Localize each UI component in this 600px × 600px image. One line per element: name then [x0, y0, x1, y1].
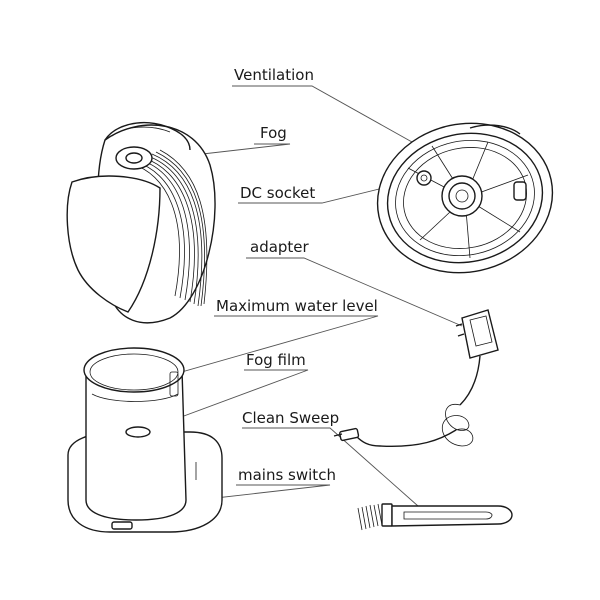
label-fog: Fog [260, 124, 287, 142]
label-dc-socket: DC socket [240, 184, 316, 202]
leader-clean-sweep [242, 427, 419, 507]
ventilation-fan [441, 175, 483, 217]
leader-fog-film [137, 369, 309, 434]
label-mains-switch: mains switch [238, 466, 336, 484]
dc-socket [416, 170, 432, 186]
cleaning-brush [357, 503, 513, 531]
leader-adapter [246, 257, 463, 327]
humidifier-bottom-view [376, 122, 554, 274]
adapter [333, 309, 499, 448]
water-tank [67, 347, 223, 533]
label-adapter: adapter [250, 238, 309, 256]
fog-outlet [115, 146, 153, 170]
leader-max-water-level [107, 315, 379, 394]
label-max-water-level: Maximum water level [216, 297, 378, 315]
fog-film-disk [125, 426, 151, 438]
label-fog-film: Fog film [246, 351, 306, 369]
water-level-line [91, 393, 179, 402]
humidifier-front-view [66, 122, 216, 324]
ribbed-texture [131, 149, 208, 307]
mains-switch-button [111, 521, 133, 530]
leader-mains-switch [197, 484, 331, 501]
brush-bristles [357, 503, 383, 531]
tank-opening [83, 347, 185, 393]
dc-plug [339, 427, 360, 442]
label-clean-sweep: Clean Sweep [242, 409, 340, 427]
label-ventilation: Ventilation [234, 66, 314, 84]
